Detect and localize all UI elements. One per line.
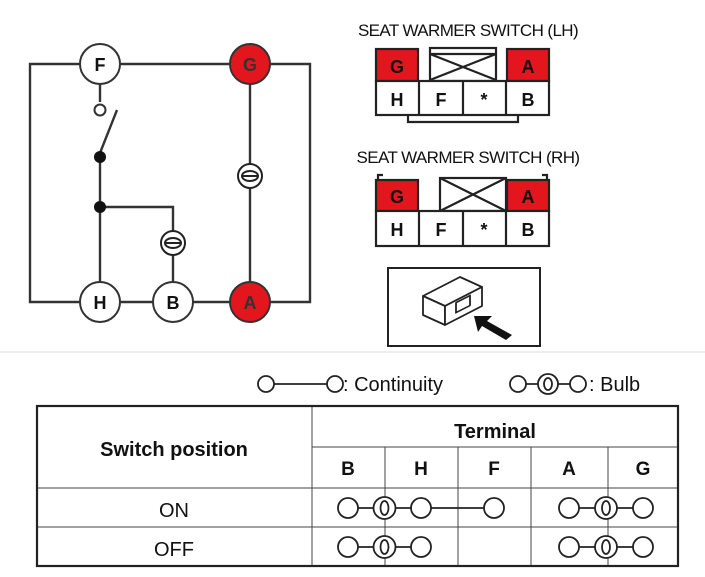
pin-H: H [391,220,404,240]
circuit-wires [28,62,312,304]
bulb-icon [372,496,397,520]
circuit-diagram: F G H B A [28,43,312,323]
bulb-icon [372,535,397,559]
connector-lh-title: SEAT WARMER SWITCH (LH) [358,21,578,40]
terminal-label: F [95,55,106,75]
connector-view-inset [387,267,541,347]
terminal-node-A [558,497,580,519]
pin-blank: * [480,220,487,240]
terminal-header-F: F [488,459,500,480]
pin-A: A [522,187,535,207]
bulb-icon [594,535,618,559]
terminal-label: H [94,293,107,313]
connector-rh: SEAT WARMER SWITCH (RH) G A H F * B [357,148,580,248]
pin-F: F [436,220,447,240]
pin-B: B [522,220,535,240]
bulb-connection-B-H [348,535,421,559]
pin-blank: * [480,90,487,110]
pin-B: B [522,90,535,110]
bulb-icon [160,230,186,256]
pin-F: F [436,90,447,110]
terminal-node-B [337,497,359,519]
terminal-label: G [243,55,257,75]
terminal-node-H [410,536,432,558]
arrow-icon [474,316,512,340]
pin-H: H [391,90,404,110]
pin-G: G [390,187,404,207]
bulb-connection-B-H [348,496,421,520]
bulb-connection-A-G [569,535,643,559]
pin-G: G [390,57,404,77]
terminal-F: F [79,43,121,85]
terminal-node-H [410,497,432,519]
connector-3d-icon [422,276,483,326]
continuity-symbol [257,375,344,393]
terminal-node-A [558,536,580,558]
row-label-off: OFF [154,539,194,561]
bulb-icon [237,163,263,189]
legend-bulb-label: : Bulb [589,374,640,396]
terminal-node-G [632,497,654,519]
bulb-connection-A-G [569,496,643,520]
terminal-node-F [483,497,505,519]
terminal-node-B [337,536,359,558]
terminal-header-A: A [562,459,576,480]
terminal-A: A [229,281,271,323]
terminal-header-H: H [414,459,428,480]
terminal-H: H [79,281,121,323]
terminal-B: B [152,281,194,323]
continuity-table: Switch position Terminal B H F A G ON OFF [35,404,680,568]
switch-contact [93,103,119,213]
connector-rh-title: SEAT WARMER SWITCH (RH) [357,148,580,167]
pin-A: A [522,57,535,77]
connector-lh: SEAT WARMER SWITCH (LH) G A H F * B [358,21,579,124]
header-switch-position: Switch position [100,439,248,461]
row-label-on: ON [159,500,189,522]
terminal-label: A [244,293,257,313]
terminal-header-B: B [341,459,355,480]
terminal-label: B [167,293,180,313]
header-terminal: Terminal [454,421,536,443]
terminal-node-G [632,536,654,558]
bulb-icon [594,496,618,520]
legend-continuity-label: : Continuity [343,374,443,396]
terminal-G: G [229,43,271,85]
bulb-symbol [509,373,587,395]
terminal-header-G: G [636,459,651,480]
legend: : Continuity : Bulb [257,373,640,396]
